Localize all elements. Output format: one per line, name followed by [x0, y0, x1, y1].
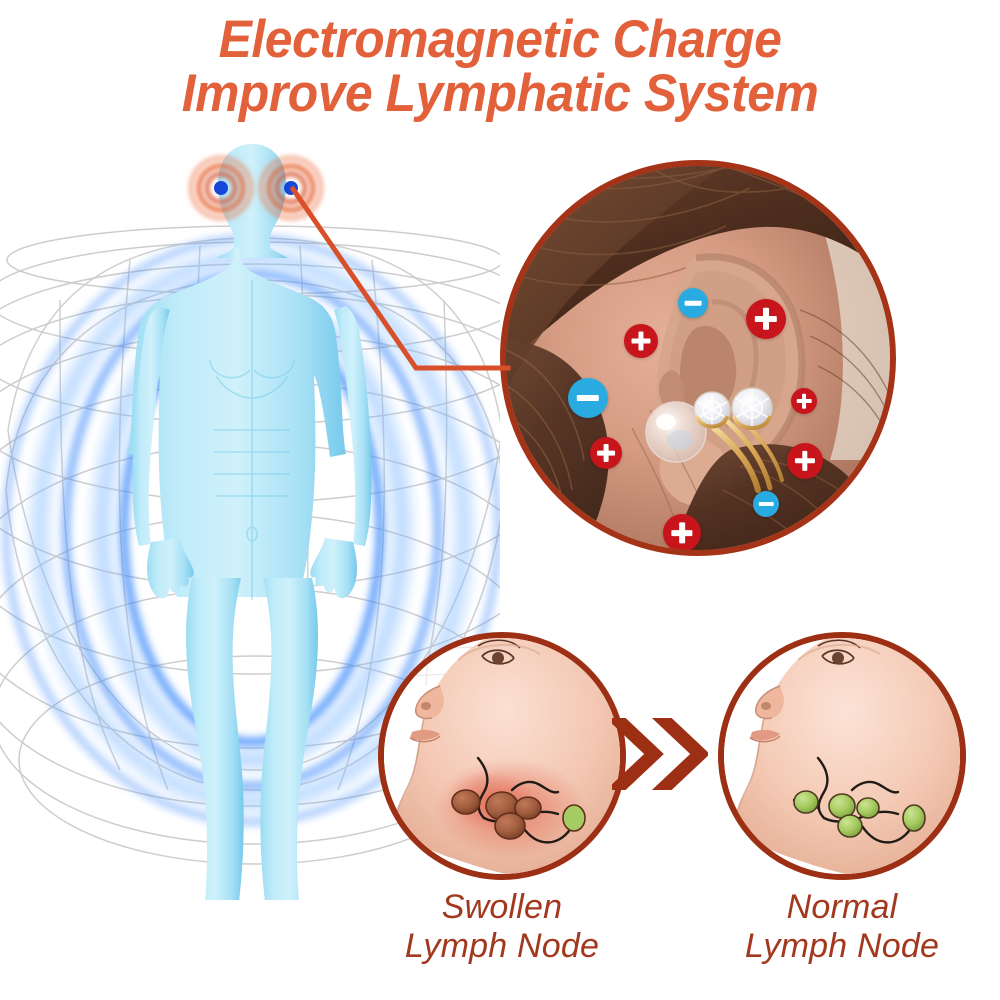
page-title: Electromagnetic Charge Improve Lymphatic… — [0, 10, 1000, 123]
charge-badge-minus — [568, 378, 608, 418]
ear-dot-left — [214, 181, 228, 195]
swollen-node-circle — [378, 632, 626, 880]
comparison-card-swollen: Swollen Lymph Node — [378, 632, 626, 965]
comparison-card-normal: Normal Lymph Node — [718, 632, 966, 965]
charge-badge-plus — [746, 299, 786, 339]
normal-node-caption: Normal Lymph Node — [718, 888, 966, 967]
swollen-node-caption: Swollen Lymph Node — [378, 888, 626, 967]
normal-node-circle — [718, 632, 966, 880]
plus-icon — [590, 437, 622, 469]
normal-lymph-nodes — [793, 790, 926, 838]
charge-badge-plus — [791, 388, 817, 414]
minus-icon — [568, 378, 608, 418]
charge-badge-plus — [590, 437, 622, 469]
title-line-2: Improve Lymphatic System — [181, 63, 819, 123]
ear-closeup-circle — [500, 160, 896, 556]
charge-badge-plus — [624, 324, 658, 358]
caption-line-2: Lymph Node — [744, 927, 940, 966]
swollen-lymph-nodes — [451, 789, 542, 840]
double-chevron-right-icon — [612, 718, 708, 790]
plus-icon — [787, 443, 823, 479]
plus-icon — [746, 299, 786, 339]
plus-icon — [624, 324, 658, 358]
ear-marker-left — [188, 155, 254, 221]
minus-icon — [678, 288, 708, 318]
title-line-1: Electromagnetic Charge — [218, 10, 782, 69]
plus-icon — [791, 388, 817, 414]
minus-icon — [753, 491, 779, 517]
charge-badge-minus — [753, 491, 779, 517]
caption-line-1: Normal — [786, 888, 898, 926]
ear-dot-right — [284, 181, 298, 195]
caption-line-2: Lymph Node — [404, 927, 600, 966]
charge-badge-plus — [663, 514, 701, 550]
earring — [645, 387, 784, 493]
charge-badge-plus — [787, 443, 823, 479]
charge-badge-minus — [678, 288, 708, 318]
plus-icon — [663, 514, 701, 550]
figure-shading — [209, 280, 295, 600]
caption-line-1: Swollen — [441, 888, 563, 926]
